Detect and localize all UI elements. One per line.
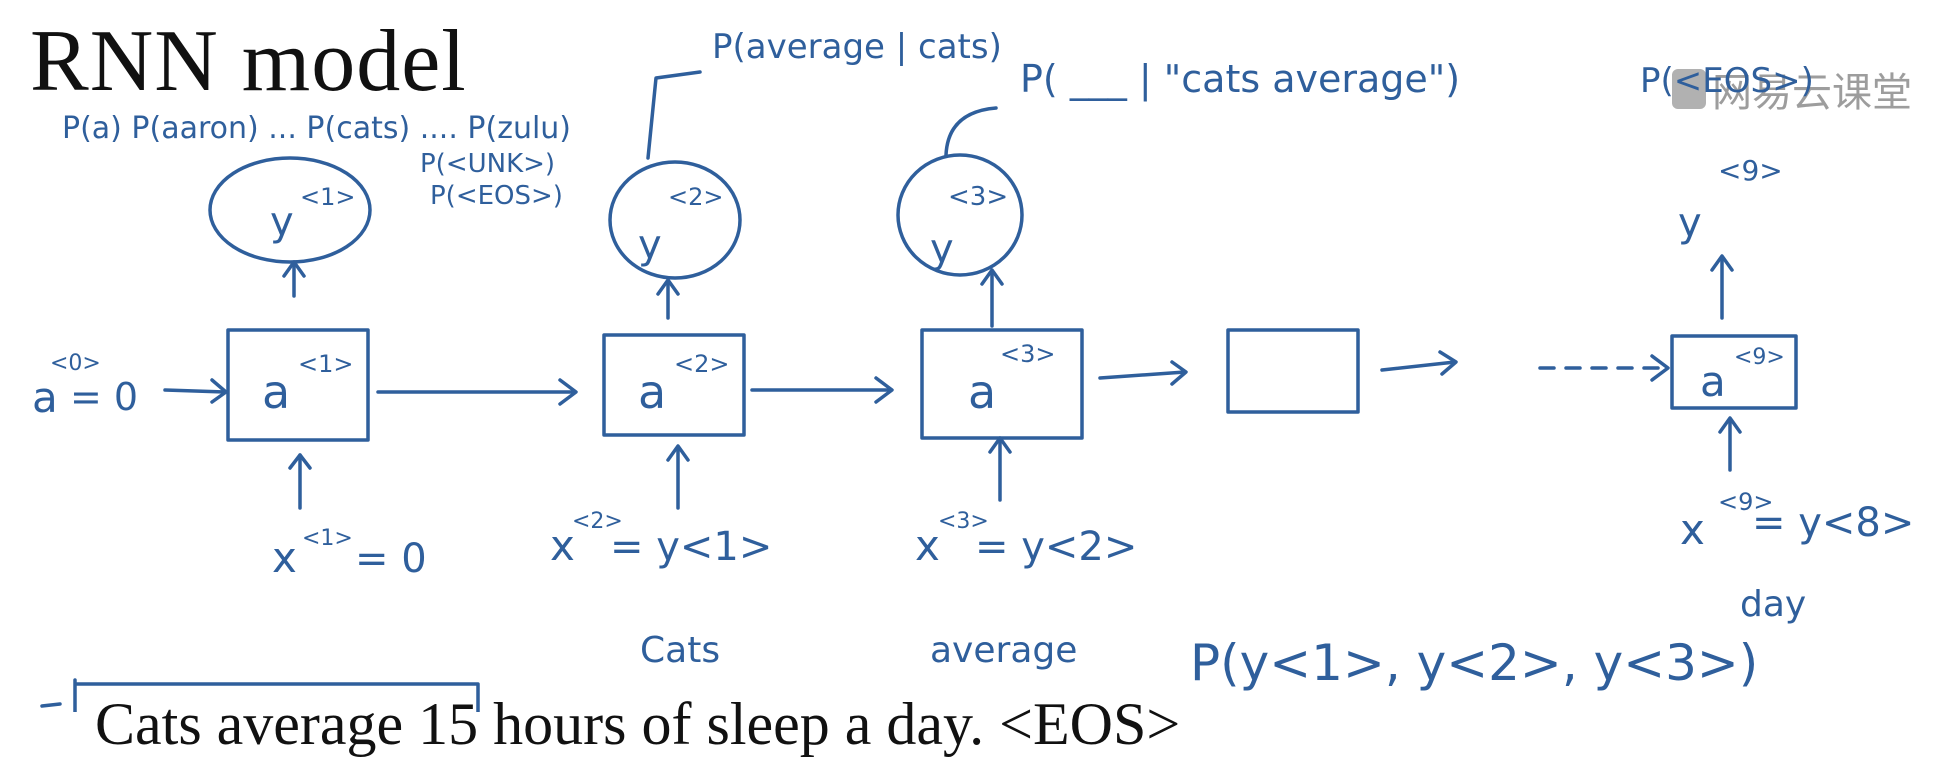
input-sup-3: <3>	[938, 509, 989, 534]
input-sup-2: <2>	[572, 509, 623, 534]
arrow-cell3-to-cell4	[1098, 370, 1187, 380]
joint-probability: P(y<1>, y<2>, y<3>)	[1190, 634, 1758, 692]
p-next-given-cats-average: P( ___ | "cats average")	[1020, 57, 1460, 102]
arrow-head-out-2	[656, 278, 680, 296]
p-average-given-cats: P(average | cats)	[712, 27, 1002, 67]
input-eq-2: = y<1>	[610, 524, 772, 570]
a0-label: a	[32, 373, 58, 422]
arrow-head-34	[1170, 360, 1188, 386]
hidden-cell-1	[226, 328, 370, 442]
netease-logo-icon	[1672, 69, 1706, 109]
hidden-cell-2	[602, 333, 746, 437]
arrow-cell4-out	[1380, 360, 1457, 372]
arrow-head-4	[1438, 350, 1458, 376]
arrow-head-out-3	[980, 268, 1004, 286]
hidden-a-9: a	[1700, 357, 1726, 406]
hidden-a-3: a	[968, 365, 996, 419]
watermark: 网易云课堂	[1672, 60, 1912, 118]
a0-value: = 0	[70, 375, 138, 419]
input-x-1: x	[272, 533, 297, 582]
hidden-sup-2: <2>	[674, 350, 730, 378]
arrow-head-out-9	[1710, 254, 1734, 272]
watermark-text: 网易云课堂	[1712, 70, 1912, 116]
timestep-3: y <3> a <3> x <3> = y<2> average	[896, 153, 1137, 671]
input-eq-9: = y<8>	[1752, 500, 1914, 546]
input-x-2: x	[550, 521, 575, 570]
p-eos: P(<EOS>)	[1640, 61, 1814, 101]
sentence-box	[73, 678, 480, 712]
input-x-3: x	[915, 521, 940, 570]
rnn-diagram: P(a) P(aaron) ... P(cats) .... P(zulu) P…	[32, 27, 1914, 712]
slide-title: RNN model	[30, 13, 467, 110]
arrow-head-23	[874, 376, 894, 404]
sentence-arrow	[40, 702, 62, 708]
output-node-1	[208, 156, 372, 264]
a0-sup: <0>	[50, 351, 101, 376]
hidden-cell-4	[1226, 328, 1360, 414]
slide: RNN model 网易云课堂 P(a) P(aaron) ... P(cats…	[30, 13, 1914, 758]
timestep-2: y <2> a <2> x <2> = y<1> Cats	[550, 160, 772, 671]
word-9: day	[1740, 584, 1806, 625]
hidden-sup-3: <3>	[1000, 340, 1056, 368]
output-y-1: y	[270, 199, 294, 245]
input-eq-1: = 0	[355, 536, 427, 582]
vocab-probs-unk: P(<UNK>)	[420, 149, 555, 179]
hidden-sup-9: <9>	[1734, 345, 1785, 370]
word-3: average	[930, 630, 1077, 671]
arrow-head-in-2	[666, 444, 690, 462]
arrow-head-in-1	[288, 453, 312, 470]
hidden-cell-9	[1670, 334, 1798, 410]
output-node-3	[896, 153, 1024, 277]
input-x-9: x	[1680, 505, 1705, 554]
training-sentence: Cats average 15 hours of sleep a day. <E…	[95, 691, 1181, 757]
input-eq-3: = y<2>	[975, 524, 1137, 570]
hidden-a-2: a	[638, 365, 666, 419]
output-sup-1: <1>	[300, 183, 356, 211]
hidden-sup-1: <1>	[298, 350, 354, 378]
arrow-head-out-1	[282, 260, 306, 278]
timestep-9: y <9> a <9> x <9> = y<8> day	[1670, 154, 1914, 625]
output-y-2: y	[638, 222, 662, 268]
leader-line-2	[646, 70, 702, 160]
output-y-3: y	[930, 226, 954, 272]
output-sup-9: <9>	[1718, 154, 1783, 187]
vocab-probs-eos: P(<EOS>)	[430, 181, 563, 211]
leader-line-3	[944, 106, 998, 157]
arrow-a0-head	[210, 378, 228, 404]
arrow-head-in-3	[988, 436, 1012, 454]
input-sup-9: <9>	[1718, 488, 1774, 516]
arrow-head-in-9	[1718, 416, 1742, 434]
output-sup-3: <3>	[948, 182, 1008, 212]
vocab-probs-line1: P(a) P(aaron) ... P(cats) .... P(zulu)	[62, 111, 571, 146]
word-2: Cats	[640, 630, 720, 671]
arrow-head-dots	[1650, 354, 1670, 382]
timestep-1: y <1> a <1> x <1> = 0	[208, 156, 427, 582]
output-y-9: y	[1678, 200, 1702, 246]
arrow-head-12	[558, 378, 578, 406]
output-node-2	[608, 160, 742, 280]
input-sup-1: <1>	[302, 526, 353, 551]
arrow-a0-to-cell1	[163, 388, 227, 394]
output-sup-2: <2>	[668, 183, 724, 211]
hidden-a-1: a	[262, 365, 290, 419]
